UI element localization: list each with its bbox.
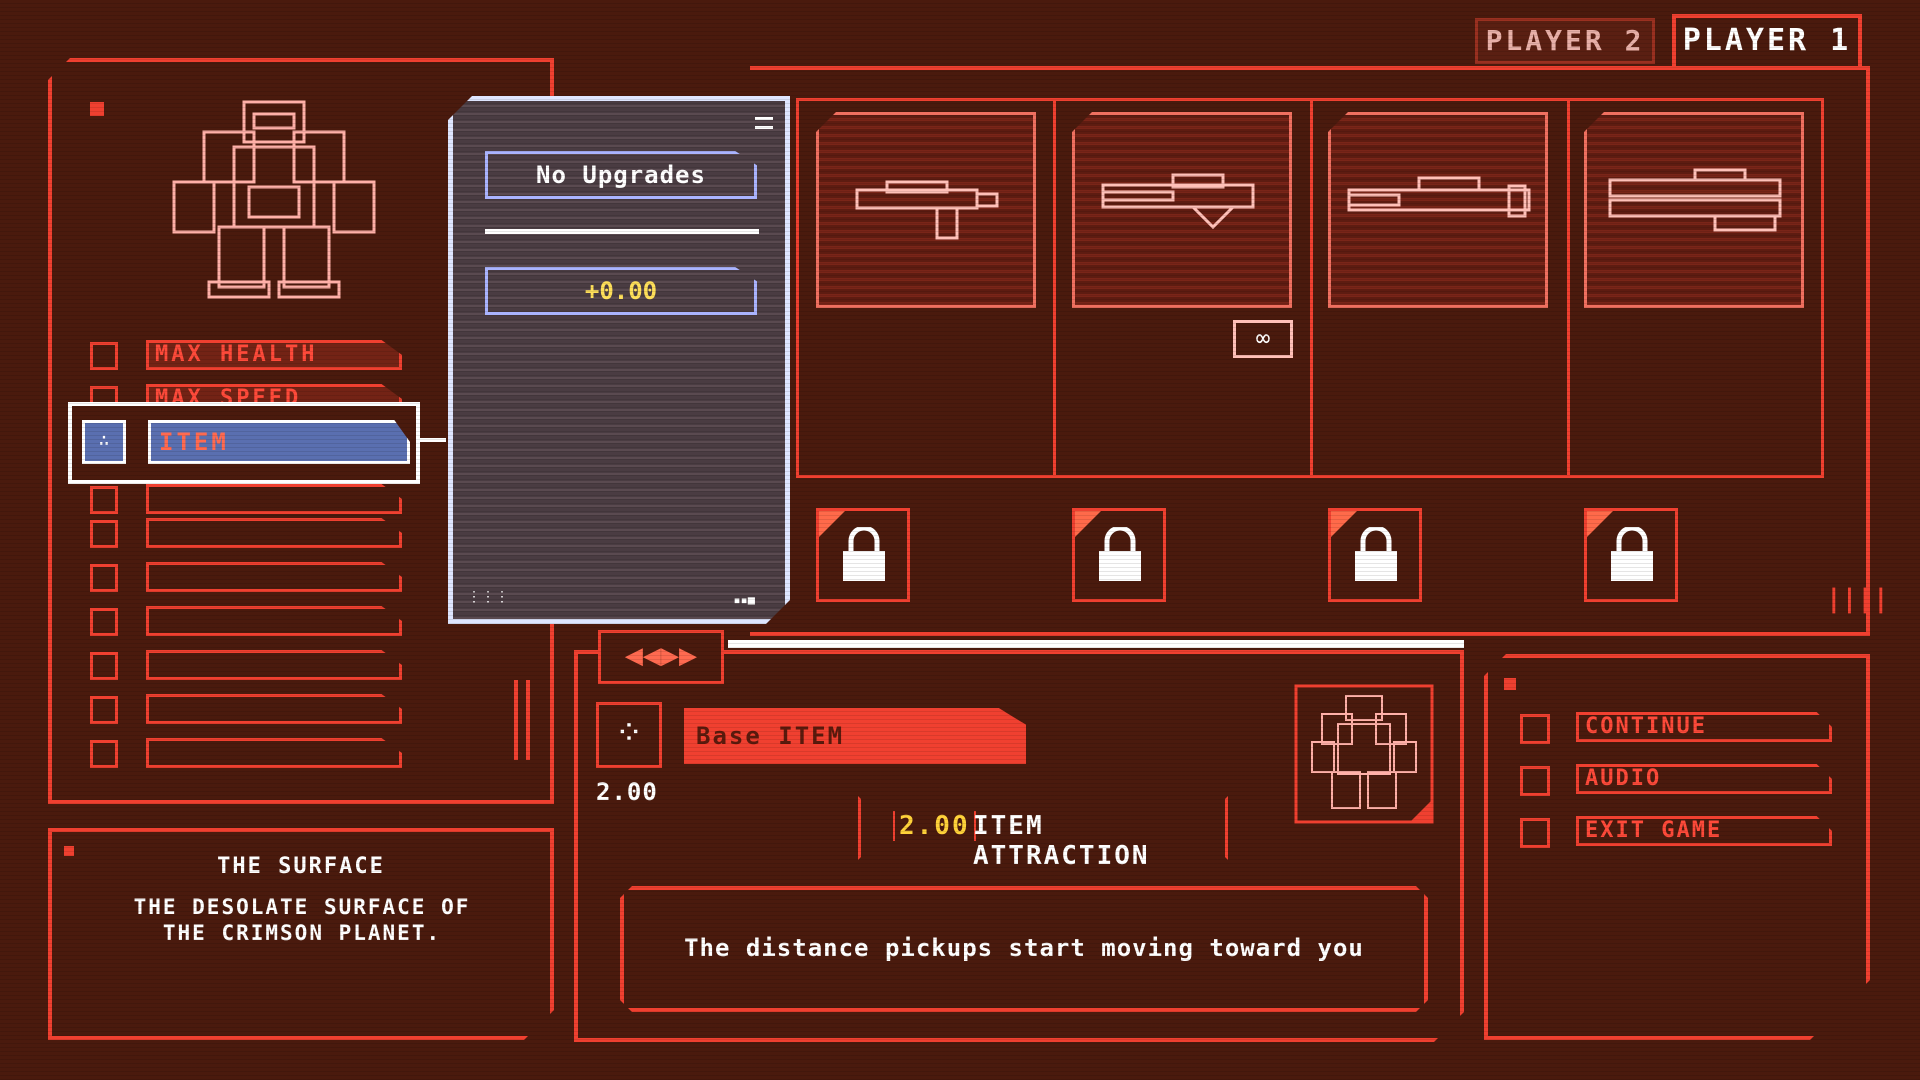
lock-icon <box>1355 527 1397 581</box>
dots-icon: ∴ <box>82 420 126 464</box>
upgrade-title: No Upgrades <box>485 151 757 199</box>
stat-label <box>146 738 402 768</box>
panel-indicator <box>64 846 74 856</box>
stat-label <box>146 518 402 548</box>
weapons-panel <box>750 66 1870 636</box>
cannon-weapon-icon <box>1608 168 1782 232</box>
stat-row-empty[interactable] <box>90 650 410 684</box>
stat-row-empty[interactable] <box>90 518 410 552</box>
stat-label <box>146 562 402 592</box>
stat-label: MAX HEALTH <box>146 340 402 370</box>
upgrade-popup: No Upgrades +0.00 ⋮⋮⋮ ▪▪■ <box>448 96 790 624</box>
checkbox <box>1520 766 1550 796</box>
base-value: 2.00 <box>596 778 658 806</box>
runner-icon <box>90 342 118 370</box>
detail-panel <box>574 650 1464 1042</box>
stat-label-selected: ITEM ATTRACTION <box>148 420 410 464</box>
mech-character-icon <box>172 100 376 299</box>
grid-icon: ⋮⋮⋮ <box>467 589 509 605</box>
stat-row-empty[interactable] <box>90 694 410 728</box>
arrow-left-icon[interactable]: ◀◀ <box>624 638 661 673</box>
stat-label <box>146 484 402 514</box>
lock-icon <box>1099 527 1141 581</box>
bars-icon: |||| <box>1826 584 1889 614</box>
stat-description: The distance pickups start moving toward… <box>684 934 1364 962</box>
locked-slot-3[interactable] <box>1328 508 1422 602</box>
menu-label: CONTINUE <box>1576 712 1832 742</box>
locked-slot-2[interactable] <box>1072 508 1166 602</box>
checkbox <box>1520 714 1550 744</box>
menu-continue[interactable]: CONTINUE <box>1520 712 1840 746</box>
menu-audio[interactable]: AUDIO <box>1520 764 1840 798</box>
menu-exit-game[interactable]: EXIT GAME <box>1520 816 1840 850</box>
stat-row-empty[interactable] <box>90 484 410 518</box>
upgrade-value: +0.00 <box>485 267 757 315</box>
infinity-badge: ∞ <box>1233 320 1293 358</box>
mech-portrait-icon <box>1294 684 1434 824</box>
stat-row-item-attraction[interactable]: ∴ ITEM ATTRACTION <box>68 402 420 484</box>
arrow-right-icon[interactable]: ▶▶ <box>661 638 698 673</box>
attraction-dots-icon: ⁘ <box>596 702 662 768</box>
tab-player-2[interactable]: PLAYER 2 <box>1475 18 1655 64</box>
page-arrows[interactable]: ◀◀▶▶ <box>598 630 724 684</box>
stat-label <box>146 650 402 680</box>
rifle-weapon-icon <box>1347 176 1531 218</box>
stat-checkbox <box>90 520 118 548</box>
stat-label <box>146 694 402 724</box>
stat-row-empty[interactable] <box>90 738 410 772</box>
stat-checkbox <box>90 486 118 514</box>
location-description: THE DESOLATE SURFACE OF THE CRIMSON PLAN… <box>133 895 471 945</box>
stat-checkbox <box>90 696 118 724</box>
signal-icon: ▪▪■ <box>733 593 755 607</box>
menu-label: AUDIO <box>1576 764 1832 794</box>
locked-slot-1[interactable] <box>816 508 910 602</box>
stat-row-empty[interactable] <box>90 606 410 640</box>
stat-description-box: The distance pickups start moving toward… <box>620 886 1428 1012</box>
weapon-slot-1[interactable] <box>816 112 1036 308</box>
weapon-slot-4[interactable] <box>1584 112 1804 308</box>
weapon-slot-3[interactable] <box>1328 112 1548 308</box>
stat-checkbox <box>90 564 118 592</box>
stat-row-empty[interactable] <box>90 562 410 596</box>
panel-indicator <box>90 102 104 116</box>
base-stat-label: Base ITEM ATTRACTION <box>684 708 1026 764</box>
stat-label <box>146 606 402 636</box>
lock-icon <box>1611 527 1653 581</box>
stat-checkbox <box>90 608 118 636</box>
stat-value-display: 2.00 ITEM ATTRACTION <box>858 796 1228 871</box>
location-panel: THE SURFACE THE DESOLATE SURFACE OF THE … <box>48 828 554 1040</box>
weapon-slot-2[interactable] <box>1072 112 1292 308</box>
stat-checkbox <box>90 652 118 680</box>
locked-slot-4[interactable] <box>1584 508 1678 602</box>
pistol-weapon-icon <box>855 180 999 240</box>
location-title: THE SURFACE <box>217 854 385 879</box>
lock-icon <box>843 527 885 581</box>
panel-indicator <box>1504 678 1516 690</box>
stat-value-label: ITEM ATTRACTION <box>973 811 1150 871</box>
checkbox <box>1520 818 1550 848</box>
stat-row-max-health[interactable]: MAX HEALTH <box>90 340 410 374</box>
stat-checkbox <box>90 740 118 768</box>
menu-label: EXIT GAME <box>1576 816 1832 846</box>
menu-icon[interactable] <box>755 117 773 129</box>
stat-value-highlight: 2.00 <box>893 811 976 841</box>
menu-panel <box>1484 654 1870 1040</box>
shotgun-weapon-icon <box>1101 173 1255 230</box>
tab-player-1[interactable]: PLAYER 1 <box>1672 14 1862 66</box>
weapons-grid <box>796 98 1824 478</box>
